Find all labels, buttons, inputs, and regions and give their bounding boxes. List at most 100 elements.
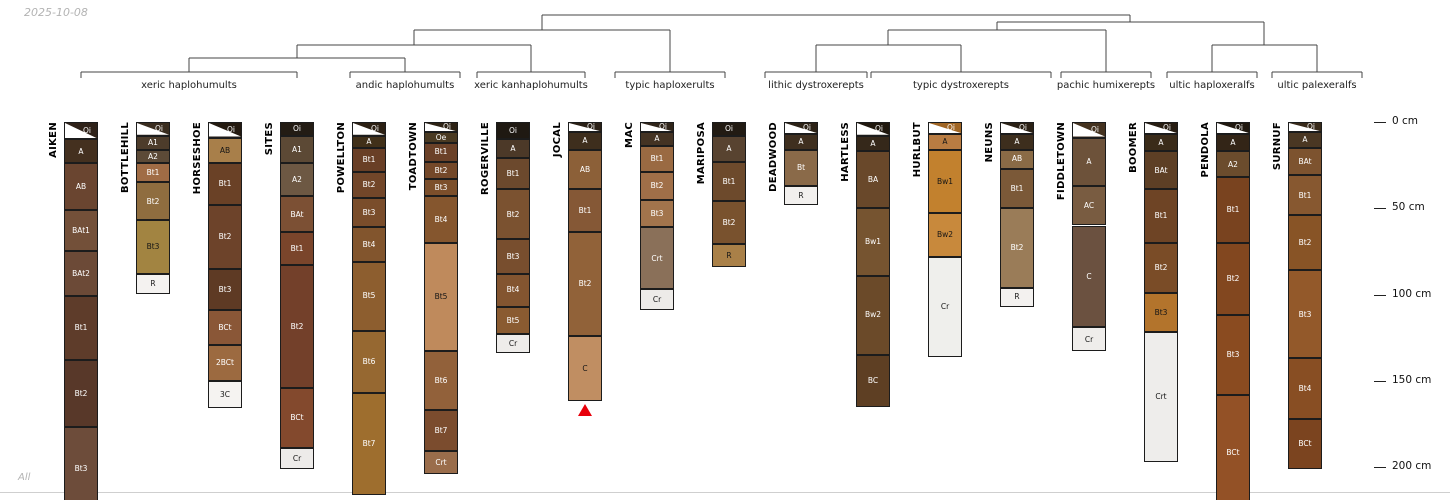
horizon-pendola-bt3: Bt3 [1216,315,1250,395]
profile-name-mac: MAC [624,122,635,148]
date-label: 2025-10-08 [24,6,88,19]
horizon-label: BAt1 [72,225,90,235]
depth-tick-label: 200 cm [1392,460,1432,472]
horizon-label: Cr [652,294,662,304]
surface-wedge [1145,123,1177,134]
horizon-deadwood-bt: Bt [784,149,818,186]
horizon-aiken-ab: AB [64,163,98,210]
horizon-surnuf-bct: BCt [1288,418,1322,469]
horizon-label: Bt4 [506,285,520,295]
horizon-sites-a1: A1 [280,135,314,164]
horizon-label: A [582,136,588,146]
horizon-neuns-bt1: Bt1 [1000,168,1034,209]
horizon-jocal-c: C [568,335,602,402]
depth-tick-label: 100 cm [1392,287,1432,300]
horizon-deadwood-oi: Oi [784,122,818,135]
surface-wedge [641,123,673,132]
horizon-powellton-bt5: Bt5 [352,261,386,331]
horizon-label: A [1086,156,1092,166]
horizon-label: Bt3 [434,182,448,192]
horizon-surnuf-bt1: Bt1 [1288,175,1322,216]
horizon-label: A [1302,135,1308,145]
horizon-horseshoe-bt3: Bt3 [208,268,242,311]
profile-name-fiddletown: FIDDLETOWN [1056,122,1067,201]
horizon-boomer-bat: BAt [1144,151,1178,190]
horizon-boomer-a: A [1144,134,1178,152]
profile-name-hurlbut: HURLBUT [912,122,923,178]
horizon-pendola-a: A [1216,134,1250,152]
horizon-label: A [654,134,660,144]
horizon-label: Bt1 [146,168,160,178]
horizon-toadtown-bt1: Bt1 [424,142,458,162]
horizon-label: C [582,363,588,373]
horizon-label: AB [579,164,591,174]
horizon-surnuf-bt4: Bt4 [1288,358,1322,419]
horizon-label: BCt [218,322,232,332]
horizon-hurlbut-oi: Oi [928,122,962,135]
horizon-label: Oi [509,125,517,135]
footer-label: All [18,472,31,483]
horizon-rogerville-a: A [496,139,530,159]
horizon-boomer-bt2: Bt2 [1144,242,1178,293]
horizon-label: Bt2 [290,321,304,331]
horizon-label: Bt2 [1226,274,1240,284]
profile-name-hartless: HARTLESS [840,122,851,182]
horizon-horseshoe-3c: 3C [208,380,242,409]
horizon-mac-oi: Oi [640,122,674,133]
horizon-label: Bt2 [650,181,664,191]
horizon-label: Oi [1091,125,1099,134]
surface-wedge [353,123,385,135]
horizon-toadtown-oi: Oi [424,122,458,133]
horizon-sites-bt1: Bt1 [280,232,314,266]
horizon-label: Bt7 [362,438,376,448]
horizon-label: Bt2 [434,165,448,175]
surface-wedge [1073,123,1105,137]
horizon-horseshoe-bt1: Bt1 [208,163,242,205]
group-label-6: pachic humixerepts [1056,80,1156,91]
horizon-label: Bt3 [74,463,88,473]
horizon-label: A [1230,137,1236,147]
horizon-label: Oi [83,125,91,135]
horizon-label: Bt2 [146,196,160,206]
horizon-toadtown-bt7: Bt7 [424,410,458,452]
profile-name-horseshoe: HORSESHOE [192,122,203,195]
horizon-toadtown-bt5: Bt5 [424,242,458,352]
horizon-surnuf-bt3: Bt3 [1288,270,1322,359]
horizon-sites-bat: BAt [280,196,314,233]
horizon-label: 2BCt [216,357,234,367]
group-label-3: typic haploxerults [625,80,715,91]
horizon-powellton-bt3: Bt3 [352,197,386,228]
group-label-8: ultic palexeralfs [1277,80,1357,91]
horizon-horseshoe-bct: BCt [208,310,242,345]
horizon-label: A [798,137,804,147]
horizon-label: Bt3 [218,284,232,294]
horizon-label: Bt5 [506,315,520,325]
horizon-toadtown-bt3: Bt3 [424,178,458,197]
horizon-aiken-bat2: BAt2 [64,251,98,297]
horizon-neuns-oi: Oi [1000,122,1034,135]
horizon-fiddletown-c: C [1072,225,1106,328]
horizon-label: BAt2 [72,269,90,279]
horizon-label: BAt [1298,156,1312,166]
group-label-1: andic haplohumults [355,80,455,91]
horizon-label: A [726,143,732,153]
horizon-label: AB [219,145,231,155]
profile-name-jocal: JOCAL [552,122,563,158]
horizon-bottlehill-r: R [136,273,170,295]
horizon-label: Bt2 [362,180,376,190]
surface-wedge [1001,123,1033,134]
profile-name-aiken: AIKEN [48,122,59,158]
depth-tick [1374,208,1386,210]
horizon-surnuf-oi: Oi [1288,122,1322,133]
horizon-label: A [1158,137,1164,147]
horizon-powellton-a: A [352,135,386,148]
horizon-label: R [1014,292,1020,302]
horizon-rogerville-bt1: Bt1 [496,158,530,190]
horizon-label: Bw2 [864,310,882,320]
horizon-bottlehill-a1: A1 [136,135,170,150]
horizon-label: Bw2 [936,230,954,240]
horizon-label: BCt [290,413,304,423]
horizon-label: 3C [219,389,230,399]
horizon-label: R [726,250,732,260]
